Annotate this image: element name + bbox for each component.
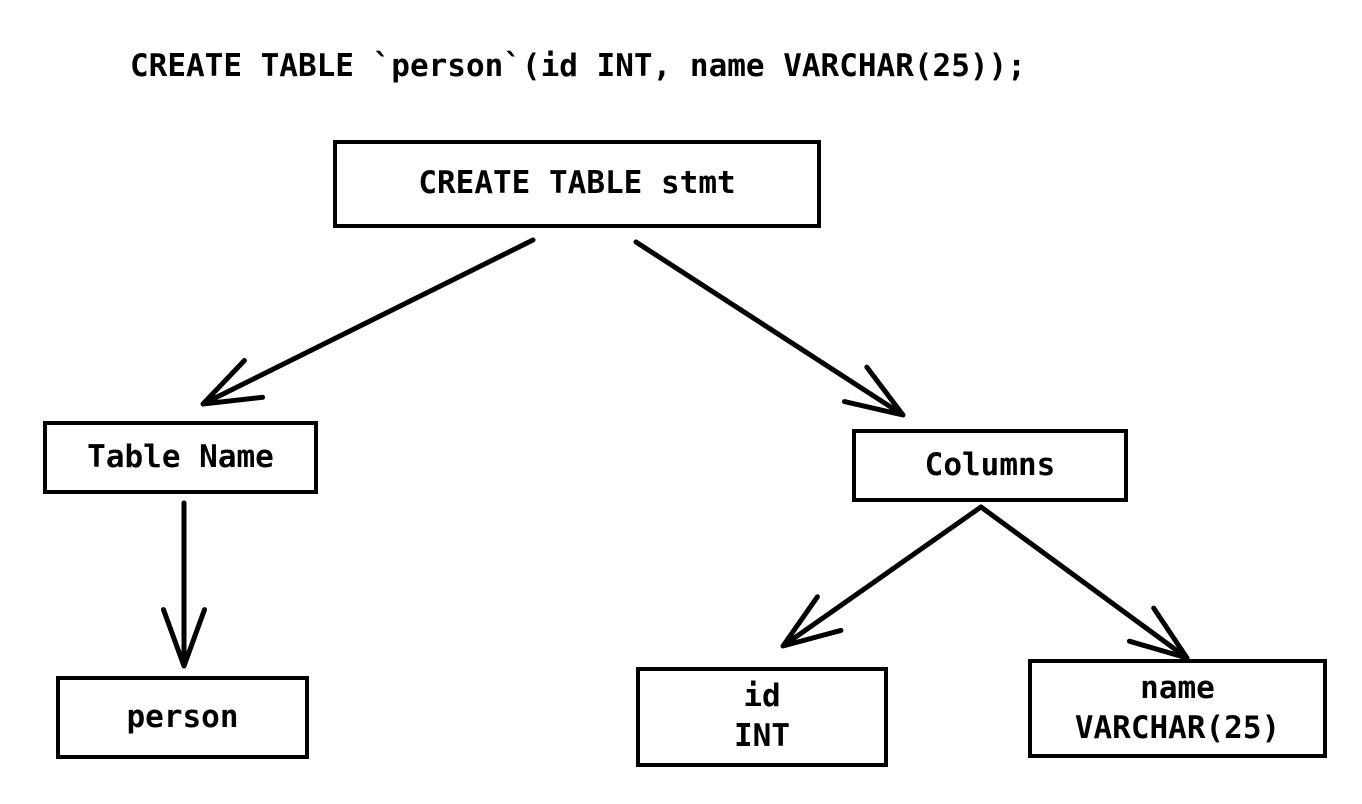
node-columns: Columns [852,429,1128,502]
node-table-name: Table Name [43,421,318,494]
node-column-id: id INT [636,667,888,767]
arrow-columns-to-column-name [978,504,1190,661]
node-label: CREATE TABLE stmt [418,165,736,202]
node-create-table-stmt: CREATE TABLE stmt [333,140,821,228]
node-label-line: VARCHAR(25) [1074,709,1281,746]
sql-statement-text: CREATE TABLE `person`(id INT, name VARCH… [130,48,1026,84]
node-column-name: name VARCHAR(25) [1028,659,1327,758]
arrow-table-name-to-person [161,500,207,669]
arrow-columns-to-column-id [780,504,984,649]
node-label: Table Name [87,438,274,475]
node-person: person [56,676,309,759]
node-label-line: name [1140,669,1215,706]
node-label: person [126,698,239,735]
arrow-create-table-stmt-to-columns [633,239,906,418]
arrow-create-table-stmt-to-table-name [200,237,536,407]
node-label-line: id [743,678,781,715]
node-label: Columns [924,446,1056,483]
node-label-line: INT [734,718,790,754]
